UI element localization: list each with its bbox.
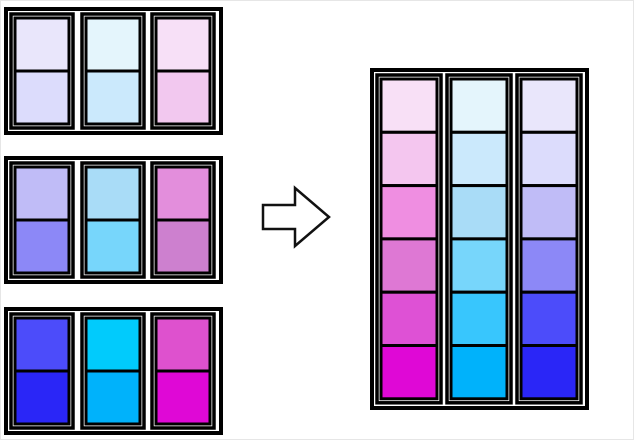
color-swatch [519,77,579,134]
color-swatch [84,16,142,73]
color-swatch [379,237,439,294]
color-swatch [449,184,509,241]
color-swatch [449,237,509,294]
color-swatch [13,369,71,426]
color-swatch [519,130,579,188]
color-swatch [84,369,142,426]
color-swatch [519,184,579,241]
color-swatch [13,165,71,222]
color-swatch [519,290,579,348]
color-swatch [154,316,212,373]
color-swatch [13,16,71,73]
color-swatch [13,218,71,275]
color-swatch [519,237,579,294]
color-swatch [379,130,439,188]
color-swatch [379,184,439,241]
color-swatch [154,69,212,126]
palette-group-dark [4,307,223,435]
color-swatch [154,16,212,73]
right-arrow-icon [261,185,331,249]
color-swatch [84,69,142,126]
color-swatch [84,316,142,373]
color-swatch [449,77,509,134]
input-palettes [4,7,223,435]
color-swatch [84,165,142,222]
color-swatch [13,69,71,126]
color-swatch [379,290,439,348]
color-swatch [154,165,212,222]
color-swatch [449,344,509,401]
color-swatch [379,77,439,134]
color-swatch [154,369,212,426]
palette-group-light [4,7,223,135]
color-swatch [449,130,509,188]
color-swatch [13,316,71,373]
palette-group-mid [4,156,223,284]
color-swatch [154,218,212,275]
color-swatch [84,218,142,275]
color-swatch [519,344,579,401]
color-swatch [379,344,439,401]
color-swatch [449,290,509,348]
output-palette [370,68,589,410]
